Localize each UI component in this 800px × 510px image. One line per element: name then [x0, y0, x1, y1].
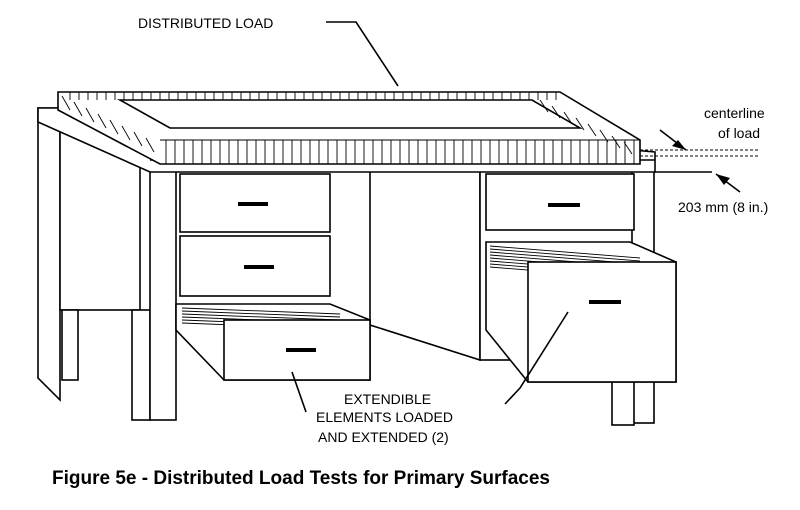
hatch-line	[611, 135, 621, 149]
extendible-label-line3: AND EXTENDED (2)	[318, 429, 449, 445]
centerline-indicator	[640, 129, 760, 193]
distributed-load-label: DISTRIBUTED LOAD	[138, 15, 273, 31]
hatch-line	[181, 313, 341, 321]
hatch-line	[73, 101, 83, 117]
hatch-line	[181, 307, 341, 315]
centerline-label-line2: of load	[718, 125, 760, 141]
centerline-label-line1: centerline	[704, 105, 765, 121]
hatch-line	[109, 119, 119, 135]
dimension-label: 203 mm (8 in.)	[678, 199, 768, 215]
leader-lines	[291, 21, 569, 413]
drawer-handle	[238, 202, 268, 206]
drawer-handle	[589, 300, 621, 304]
drawer-handle	[286, 348, 316, 352]
left-drawer-top	[179, 173, 331, 233]
left-pedestal	[37, 107, 177, 421]
extendible-label-line1: EXTENDIBLE	[344, 391, 431, 407]
hatch-line	[85, 107, 95, 123]
distributed-load	[57, 91, 641, 165]
hatch-line	[599, 129, 609, 143]
hatch-line	[489, 248, 641, 262]
hatch-line	[121, 125, 131, 141]
drawer-handle	[548, 203, 580, 207]
hatch-line	[489, 245, 641, 259]
figure-caption: Figure 5e - Distributed Load Tests for P…	[52, 468, 550, 489]
hatch-line	[133, 131, 143, 147]
hatch-line	[181, 310, 341, 318]
hatch-line	[623, 141, 633, 155]
hatch-line	[551, 105, 561, 119]
modesty-panel	[369, 159, 481, 362]
left-drawer-middle	[179, 235, 331, 297]
hatch-line	[145, 137, 155, 153]
drawer-handle	[244, 265, 274, 269]
hatch-line	[97, 113, 107, 129]
extendible-label-line2: ELEMENTS LOADED	[316, 409, 453, 425]
hatch-line	[563, 111, 573, 125]
hatch-line	[587, 123, 597, 137]
left-drawer-extended	[175, 303, 371, 381]
right-drawer-top	[485, 173, 635, 231]
hatch-line	[575, 117, 585, 131]
hatch-line	[61, 95, 71, 111]
hatch-line	[539, 99, 549, 113]
right-drawer-extended	[485, 241, 677, 383]
